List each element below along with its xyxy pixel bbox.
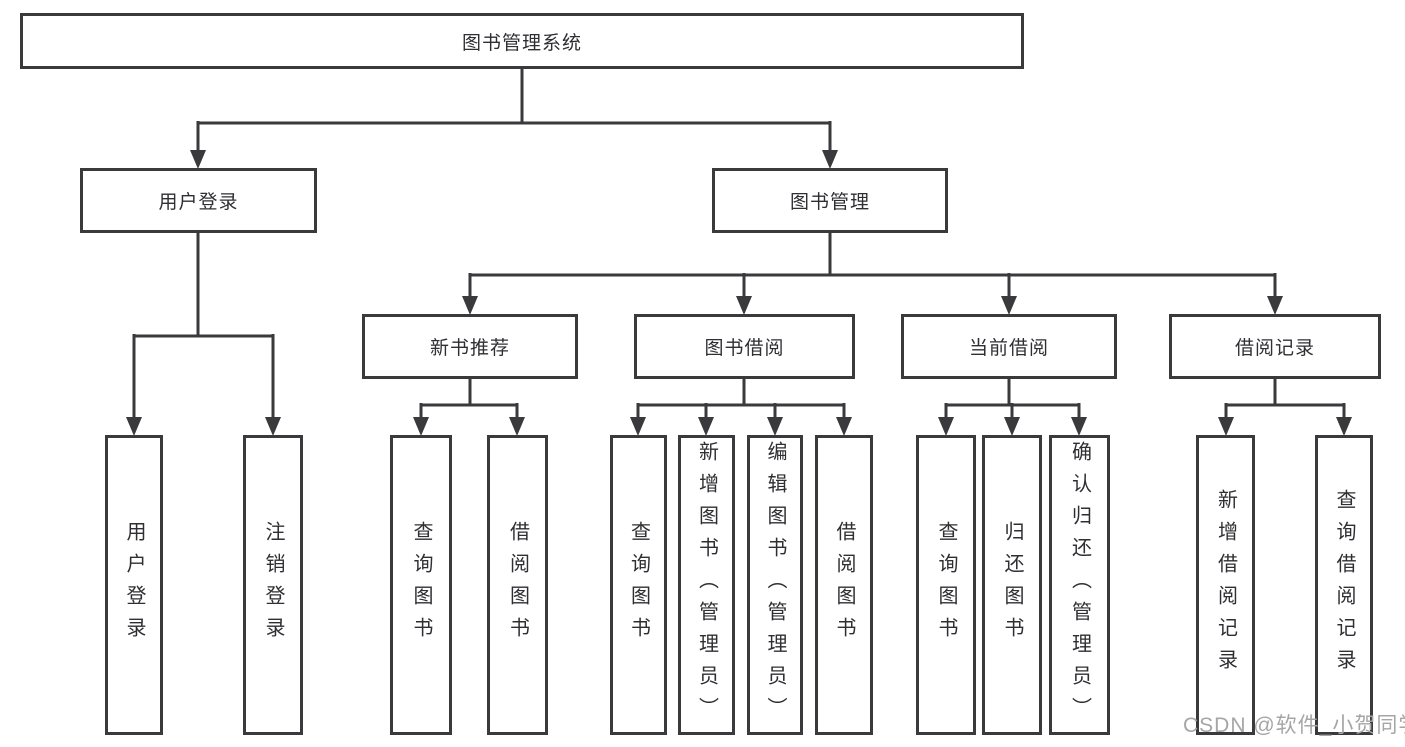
node-leaf-return-books: 归还图书	[982, 435, 1042, 735]
connector-borrow-records	[1224, 379, 1346, 420]
node-leaf-query-books: 查询图书	[610, 435, 667, 735]
arrowhead	[822, 150, 838, 169]
node-leaf-edit-books-admin: 编辑图书（管理员）	[747, 435, 803, 735]
arrowhead	[462, 296, 478, 315]
arrowhead	[413, 417, 429, 436]
arrowhead	[767, 417, 783, 436]
arrowhead	[938, 417, 954, 436]
arrowhead	[1267, 296, 1283, 315]
connector-book-borrow	[636, 379, 846, 420]
arrowhead	[1071, 417, 1087, 436]
node-leaf-logout: 注销登录	[243, 435, 303, 735]
node-leaf-query-books: 查询图书	[390, 435, 452, 735]
node-new-book-recommend: 新书推荐	[362, 314, 578, 379]
arrowhead	[1004, 417, 1020, 436]
arrowhead	[1336, 417, 1352, 436]
node-leaf-user-login: 用户登录	[105, 435, 163, 735]
node-root-system: 图书管理系统	[20, 13, 1024, 69]
node-leaf-add-borrow-record: 新增借阅记录	[1196, 435, 1255, 735]
node-book-borrow: 图书借阅	[634, 314, 855, 379]
node-book-management: 图书管理	[712, 168, 948, 233]
connector-root	[196, 69, 832, 152]
connector-book-management	[468, 233, 1277, 298]
node-leaf-confirm-return-admin: 确认归还（管理员）	[1049, 435, 1110, 735]
csdn-watermark: CSDN @软件_小贺同学	[1183, 714, 1405, 737]
arrowhead	[265, 417, 281, 436]
node-leaf-query-books: 查询图书	[916, 435, 976, 735]
node-borrow-records: 借阅记录	[1169, 314, 1381, 379]
node-leaf-add-books-admin: 新增图书（管理员）	[678, 435, 735, 735]
arrowhead	[509, 417, 525, 436]
arrowhead	[1218, 417, 1234, 436]
arrowhead	[698, 417, 714, 436]
arrowhead	[1001, 296, 1017, 315]
arrowhead	[736, 296, 752, 315]
arrowhead	[126, 417, 142, 436]
arrowhead	[630, 417, 646, 436]
connector-current-borrow	[944, 379, 1081, 420]
node-leaf-query-borrow-record: 查询借阅记录	[1315, 435, 1373, 735]
arrowhead	[836, 417, 852, 436]
connector-user-login	[132, 233, 275, 420]
connector-new-book-recommend	[419, 379, 519, 420]
node-leaf-borrow-books: 借阅图书	[487, 435, 548, 735]
node-user-login: 用户登录	[80, 168, 317, 233]
node-current-borrow: 当前借阅	[901, 314, 1117, 379]
node-leaf-borrow-books: 借阅图书	[815, 435, 873, 735]
arrowhead	[190, 150, 206, 169]
